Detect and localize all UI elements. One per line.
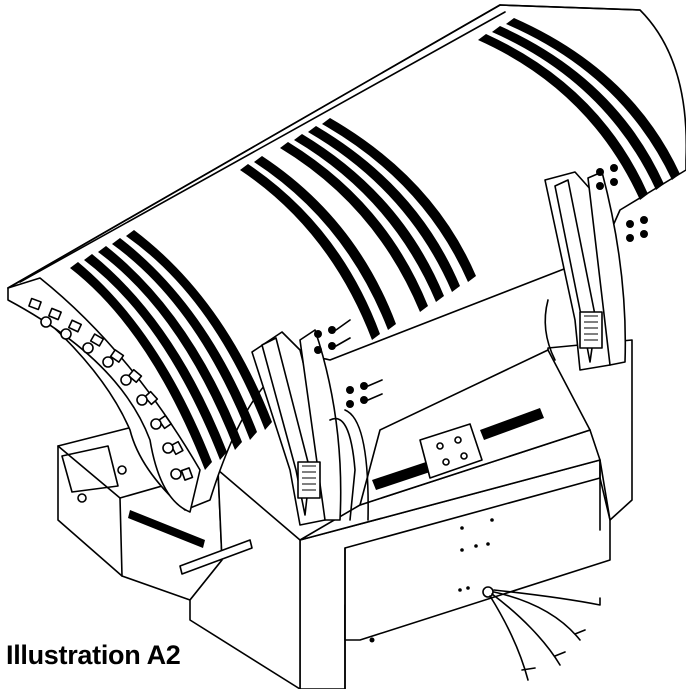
lamp-connector-block-right <box>579 311 603 349</box>
deck-vent-right <box>480 408 544 440</box>
lamp-connector-block <box>297 461 321 499</box>
cable-grommet <box>482 586 494 598</box>
figure-caption: Illustration A2 <box>6 640 181 670</box>
left-box-opening <box>61 445 119 493</box>
canopy-shell <box>7 4 686 513</box>
lamp-bracket-middle <box>251 319 383 526</box>
lamp-bracket-right <box>544 164 648 371</box>
vent-slots-left <box>70 230 272 470</box>
base-fittings <box>77 465 253 575</box>
control-board <box>419 423 483 479</box>
lamp-sockets <box>28 297 194 481</box>
vent-slots-middle <box>240 118 476 340</box>
power-cable <box>489 595 529 681</box>
lamp-end-cap <box>7 277 201 513</box>
panel-mounting-holes <box>369 518 494 643</box>
base-cabinet <box>57 339 633 689</box>
deck-vent-left <box>372 460 436 490</box>
